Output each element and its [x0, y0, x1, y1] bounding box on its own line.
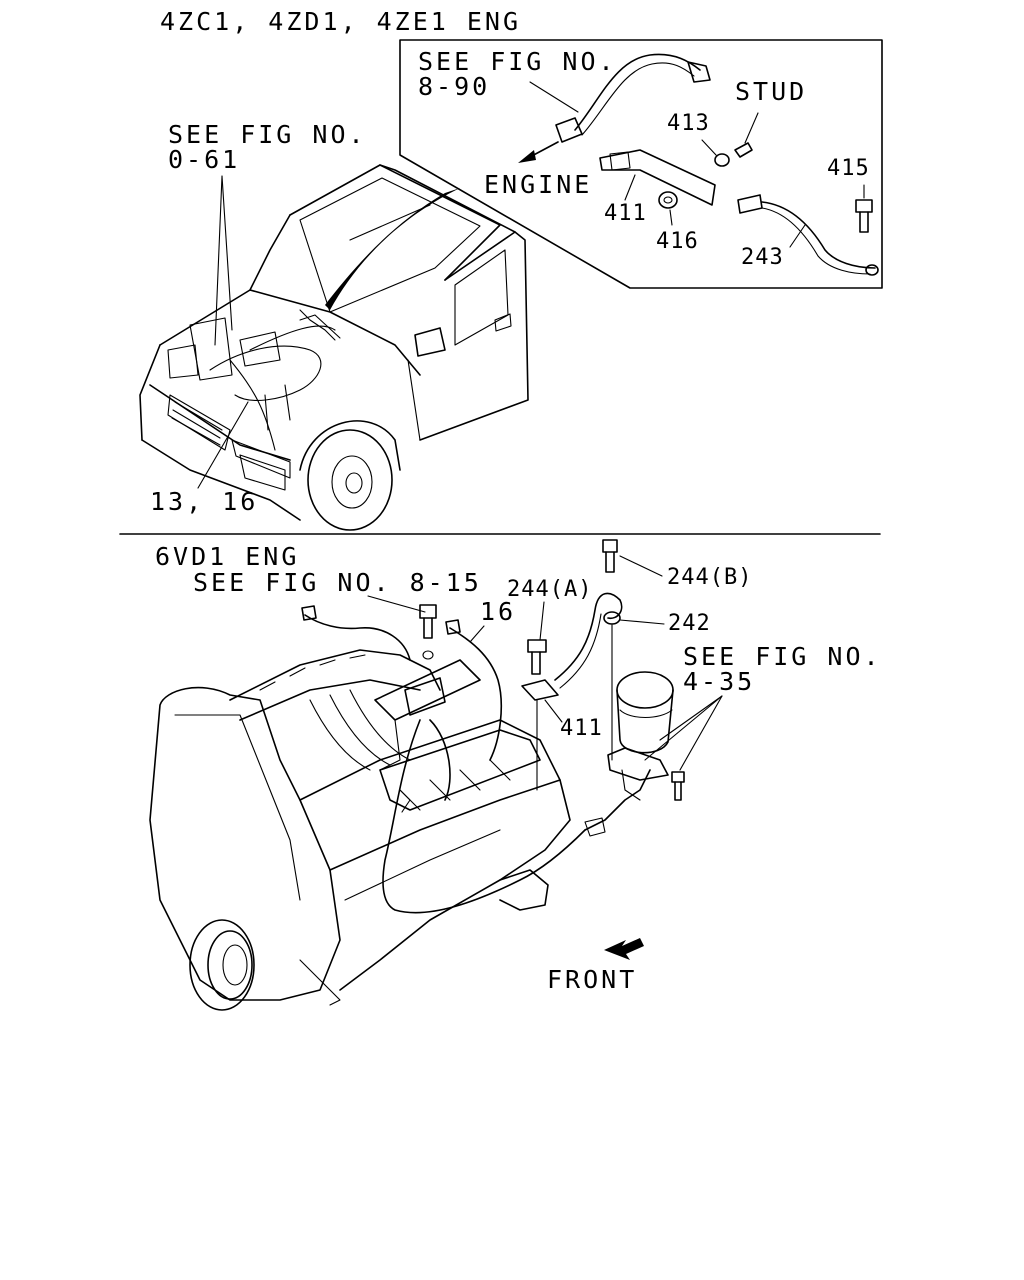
part-244a-leader	[539, 601, 545, 641]
ref-4-35-leaders	[644, 695, 723, 771]
inset-parts	[599, 112, 879, 276]
leader-arrow-icon	[518, 150, 536, 163]
truck-drawing	[139, 164, 529, 531]
part-242-label: 242	[668, 611, 711, 636]
part-411-label: 411	[560, 716, 603, 741]
inset-part-415: 415	[827, 156, 870, 181]
top-engine-heading: 4ZC1, 4ZD1, 4ZE1 ENG	[160, 7, 521, 36]
part-244a-label: 244(A)	[507, 577, 592, 602]
front-direction-arrow-icon	[604, 938, 644, 960]
inset-engine-label: ENGINE	[484, 170, 592, 199]
inset-ref-8-90-line2: 8-90	[418, 72, 490, 101]
part-16-leader	[469, 625, 485, 643]
part-411-leader	[544, 699, 563, 723]
inset-part-411: 411	[604, 201, 647, 226]
part-244b-leader	[619, 555, 663, 577]
inset-stud-label: STUD	[735, 77, 807, 106]
front-label: FRONT	[547, 965, 637, 994]
inset-harness	[518, 53, 711, 163]
inset-box	[399, 39, 883, 289]
ref-0-61-line1: SEE FIG NO.	[168, 120, 367, 149]
ref-4-35-line2: 4-35	[683, 667, 755, 696]
inset-part-413: 413	[667, 111, 710, 136]
part-16-label: 16	[480, 597, 516, 626]
ref-0-61-line2: 0-61	[168, 145, 240, 174]
part-244b-label: 244(B)	[667, 565, 752, 590]
inset-ref-leader	[529, 81, 579, 113]
engine-drawing	[149, 539, 685, 1011]
bottom-engine-heading: 6VD1 ENG	[155, 542, 299, 571]
inset-ref-8-90-line1: SEE FIG NO.	[418, 47, 617, 76]
label-13-16: 13, 16	[150, 487, 258, 516]
leader-13-16	[197, 401, 249, 489]
ref-0-61-leaders	[214, 175, 233, 346]
ref-4-35-line1: SEE FIG NO.	[683, 642, 882, 671]
inset-part-416: 416	[656, 229, 699, 254]
part-242-leader	[619, 619, 665, 625]
inset-part-243: 243	[741, 245, 784, 270]
ref-8-15: SEE FIG NO. 8-15	[193, 568, 482, 597]
ref-8-15-leader	[367, 595, 426, 613]
